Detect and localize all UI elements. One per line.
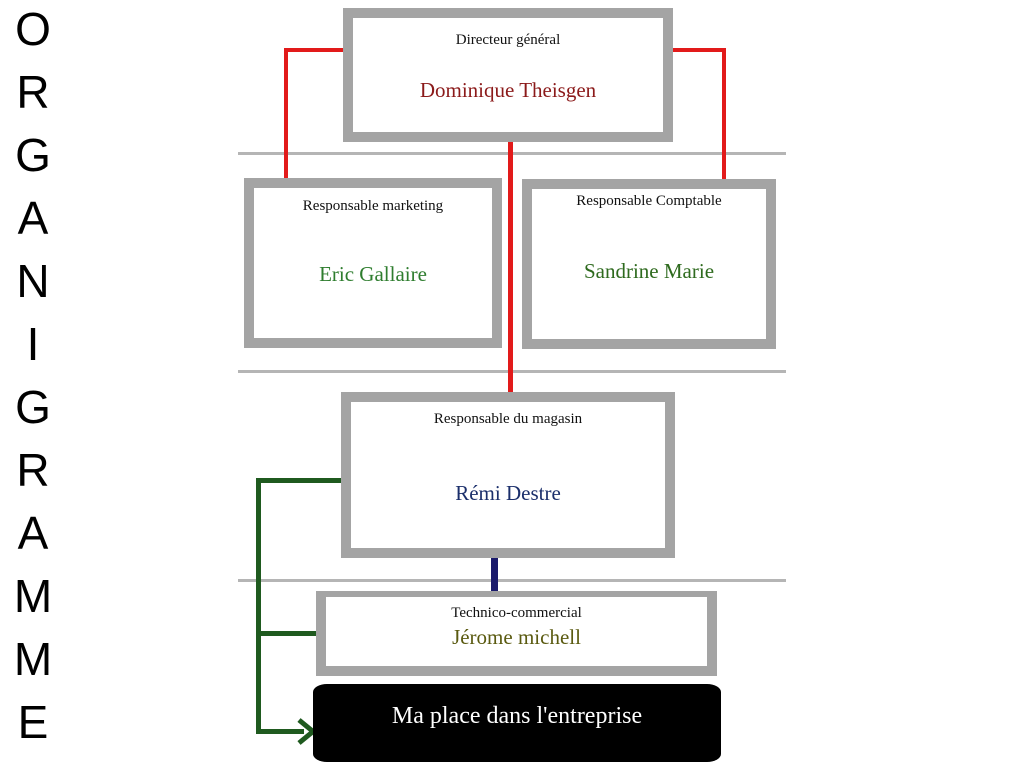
connector-line (256, 729, 304, 734)
title-letter: E (17, 696, 49, 748)
my-place-label: Ma place dans l'entreprise (313, 684, 721, 762)
title-letter: N (16, 255, 50, 307)
technico-box: Technico-commercial Jérome michell (316, 591, 717, 676)
connector-line (256, 478, 261, 734)
comptable-box: Responsable Comptable Sandrine Marie (522, 179, 776, 349)
connector-line (672, 48, 726, 52)
magasin-box: Responsable du magasin Rémi Destre (341, 392, 675, 558)
connector-line (508, 142, 513, 394)
title-letter: R (16, 66, 50, 118)
title-letter: I (26, 318, 40, 370)
director-box: Directeur général Dominique Theisgen (343, 8, 673, 142)
person-name: Eric Gallaire (319, 262, 427, 286)
connector-line (491, 556, 498, 592)
person-name: Sandrine Marie (583, 259, 715, 283)
connector-line (722, 48, 726, 181)
marketing-box: Responsable marketing Eric Gallaire (244, 178, 502, 348)
connector-line (284, 48, 344, 52)
title-letter: O (15, 3, 51, 55)
role-label: Technico-commercial (451, 605, 582, 621)
connector-line (256, 631, 318, 636)
role-label: Directeur général (455, 32, 561, 48)
vertical-title: O R G A N I G R A M M E (0, 0, 66, 767)
title-letter: A (17, 507, 49, 559)
role-label: Responsable Comptable (576, 193, 722, 209)
level-separator (238, 579, 786, 582)
title-letter: M (13, 570, 53, 622)
title-letter: M (13, 633, 53, 685)
title-letter: R (16, 444, 50, 496)
role-label: Responsable marketing (302, 198, 444, 214)
person-name: Rémi Destre (455, 481, 561, 505)
connector-line (284, 48, 288, 181)
title-letter: G (15, 381, 51, 433)
person-name: Dominique Theisgen (419, 78, 597, 102)
connector-line (256, 478, 343, 483)
person-name: Jérome michell (452, 625, 581, 649)
title-letter: A (17, 192, 49, 244)
role-label: Responsable du magasin (433, 411, 583, 427)
title-letter: G (15, 129, 51, 181)
